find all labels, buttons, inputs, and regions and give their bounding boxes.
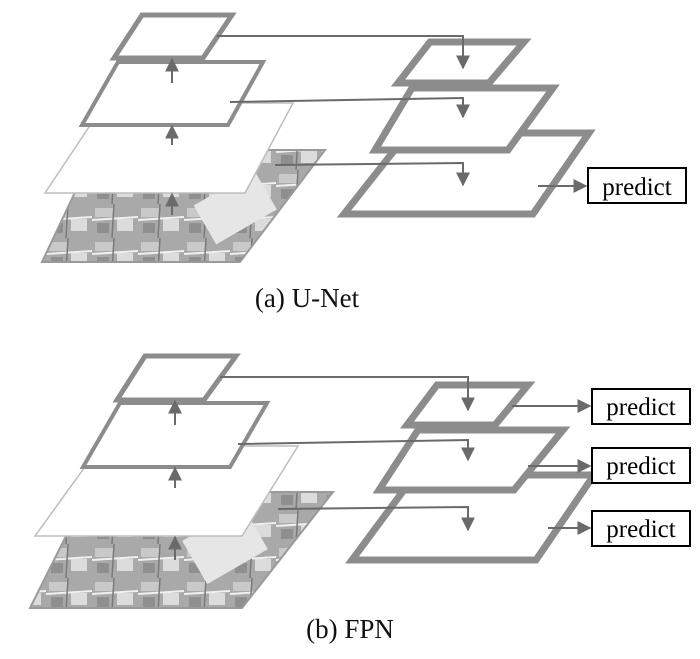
unet-skip-arrow-1: [217, 35, 470, 70]
fpn-predict-label-2: predict: [606, 453, 675, 480]
fpn-predict-label-1: predict: [606, 394, 675, 421]
fpn-skip-arrow-1: [220, 376, 475, 412]
unet-input-building: [193, 170, 277, 245]
unet-caption: (a) U-Net: [255, 283, 360, 313]
fpn-diagram: predict predict predict (b) FPN: [28, 353, 691, 644]
fpn-caption: (b) FPN: [306, 614, 394, 644]
unet-predict-box: [587, 167, 687, 204]
fpn-predict-box-3: [591, 510, 691, 547]
fpn-predict-label-3: predict: [606, 516, 675, 543]
unet-skip-arrow-3: [274, 161, 470, 187]
fpn-encoder-layer-2: [79, 401, 271, 469]
unet-encoder-layer-2: [78, 60, 267, 127]
fpn-predict-box-2: [591, 447, 691, 484]
unet-skip-arrow-2: [229, 96, 470, 119]
fpn-predict-box-1: [591, 388, 691, 425]
fpn-encoder-layer-1: [112, 353, 241, 403]
unet-predict-label: predict: [602, 174, 671, 201]
unet-diagram: predict (a) U-Net: [40, 12, 687, 313]
fpn-skip-arrow-3: [277, 505, 475, 532]
unet-decoder-layer-1: [390, 38, 532, 87]
unet-decoder-layer-2: [368, 84, 560, 154]
unet-encoder-layer-1: [109, 12, 237, 61]
fpn-skip-arrow-2: [237, 438, 475, 462]
